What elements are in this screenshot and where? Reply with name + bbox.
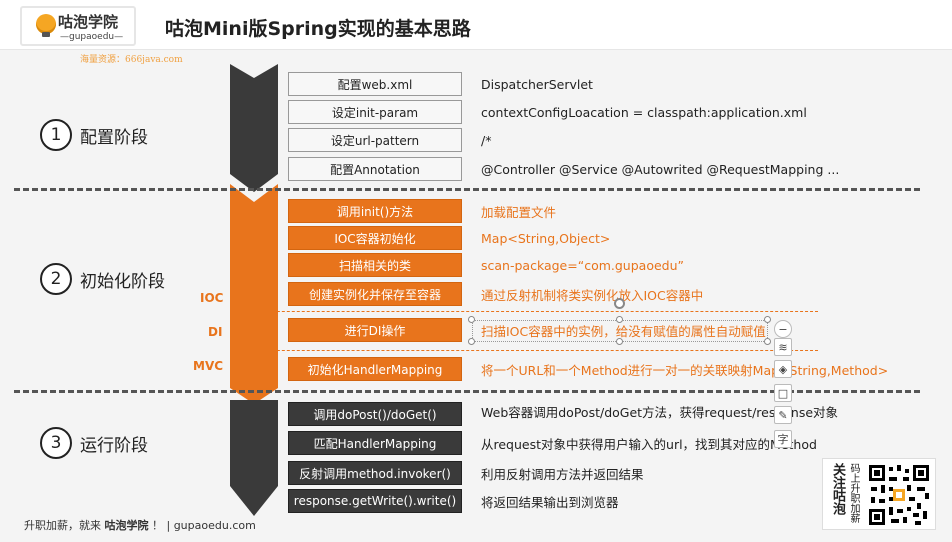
arrow-init-segment [230,184,278,404]
step-desc: 将一个URL和一个Method进行一对一的关联映射Map<String,Meth… [481,362,889,378]
top-bar: 咕泡学院 —gupaoedu— 咕泡Mini版Spring实现的基本思路 [0,0,952,50]
step-scan-classes: 扫描相关的类 [288,253,462,277]
resize-handle[interactable] [616,338,623,345]
step-handler-mapping: 初始化HandlerMapping [288,357,462,381]
phase-config: 1 配置阶段 [40,118,148,152]
phase-label: 运行阶段 [80,435,148,456]
step-desc: 利用反射调用方法并返回结果 [481,466,644,482]
step-desc: Map<String,Object> [481,230,611,246]
watermark: 海量资源：666java.com [80,55,183,65]
phase-init: 2 初始化阶段 [40,262,165,296]
step-config-webxml: 配置web.xml [288,72,462,96]
step-desc: 通过反射机制将类实例化放入IOC容器中 [481,287,704,303]
frame-icon[interactable]: □ [774,384,792,402]
step-reflect-invoke: 反射调用method.invoker() [288,461,462,485]
logo-subtitle: —gupaoedu— [60,32,124,42]
tag-ioc: IOC [200,291,224,305]
step-desc: Web容器调用doPost/doGet方法，获得request/response… [481,404,839,420]
arrow-run-body [230,400,278,516]
text-icon[interactable]: 字 [774,430,792,448]
step-desc-selected[interactable]: 扫描IOC容器中的实例，给没有赋值的属性自动赋值 [481,323,766,339]
pen-icon[interactable]: ✎ [774,406,792,424]
step-annotation: 配置Annotation [288,157,462,181]
slide-title: 咕泡Mini版Spring实现的基本思路 [165,18,471,40]
step-instantiate: 创建实例化并保存至容器 [288,282,462,306]
footer-brand: 咕泡学院 [104,519,149,532]
phase-label: 初始化阶段 [80,271,165,292]
step-init-param: 设定init-param [288,100,462,124]
footer: 升职加薪，就来 咕泡学院 ！ | gupaoedu.com [24,517,256,533]
phase-number: 2 [40,263,72,295]
step-call-init: 调用init()方法 [288,199,462,223]
resize-handle[interactable] [764,338,771,345]
qr-follow-text: 关注咕泡 [830,463,845,515]
separator-init-run [14,390,920,393]
minus-icon[interactable]: − [774,320,792,338]
style-icon[interactable]: ◈ [774,360,792,378]
phase-label: 配置阶段 [80,127,148,148]
resize-handle[interactable] [764,316,771,323]
step-desc: 从request对象中获得用户输入的url，找到其对应的Method [481,436,817,452]
step-desc: DispatcherServlet [481,76,593,92]
rotate-handle[interactable] [614,298,625,309]
flow-arrow [230,64,278,420]
step-desc: scan-package=“com.gupaoedu” [481,257,684,273]
logo: 咕泡学院 —gupaoedu— [20,6,136,46]
phase-number: 3 [40,427,72,459]
step-desc: 加载配置文件 [481,204,557,220]
resize-handle[interactable] [616,316,623,323]
step-di: 进行DI操作 [288,318,462,342]
step-desc: /* [481,132,492,148]
separator-config-init [14,188,920,191]
qr-side-text: 码上升职加薪 [848,463,859,523]
phase-run: 3 运行阶段 [40,426,148,460]
step-response-write: response.getWrite().write() [288,489,462,513]
footer-suffix: ！ | gupaoedu.com [152,519,256,532]
qr-code-icon[interactable] [867,463,931,527]
layers-icon[interactable]: ≋ [774,338,792,356]
arrow-config-segment [230,64,278,192]
step-match-handler: 匹配HandlerMapping [288,431,462,455]
separator-ioc-di [232,311,818,312]
footer-prefix: 升职加薪，就来 [24,519,101,532]
tag-mvc: MVC [193,359,224,373]
separator-di-mvc [232,350,818,351]
logo-name: 咕泡学院 [58,13,119,31]
flow-arrow-tail [230,400,278,516]
step-url-pattern: 设定url-pattern [288,128,462,152]
step-desc: 将返回结果输出到浏览器 [481,494,619,510]
lightbulb-icon [36,14,56,37]
step-do-post: 调用doPost()/doGet() [288,402,462,426]
step-desc: @Controller @Service @Autowrited @Reques… [481,161,840,177]
phase-number: 1 [40,119,72,151]
resize-handle[interactable] [468,316,475,323]
floating-toolbar: − ≋ ◈ □ ✎ 字 [772,316,794,450]
step-ioc-init: IOC容器初始化 [288,226,462,250]
step-desc: contextConfigLoacation = classpath:appli… [481,104,807,120]
resize-handle[interactable] [468,338,475,345]
qr-panel: 关注咕泡 码上升职加薪 [822,458,936,530]
tag-di: DI [208,325,223,339]
